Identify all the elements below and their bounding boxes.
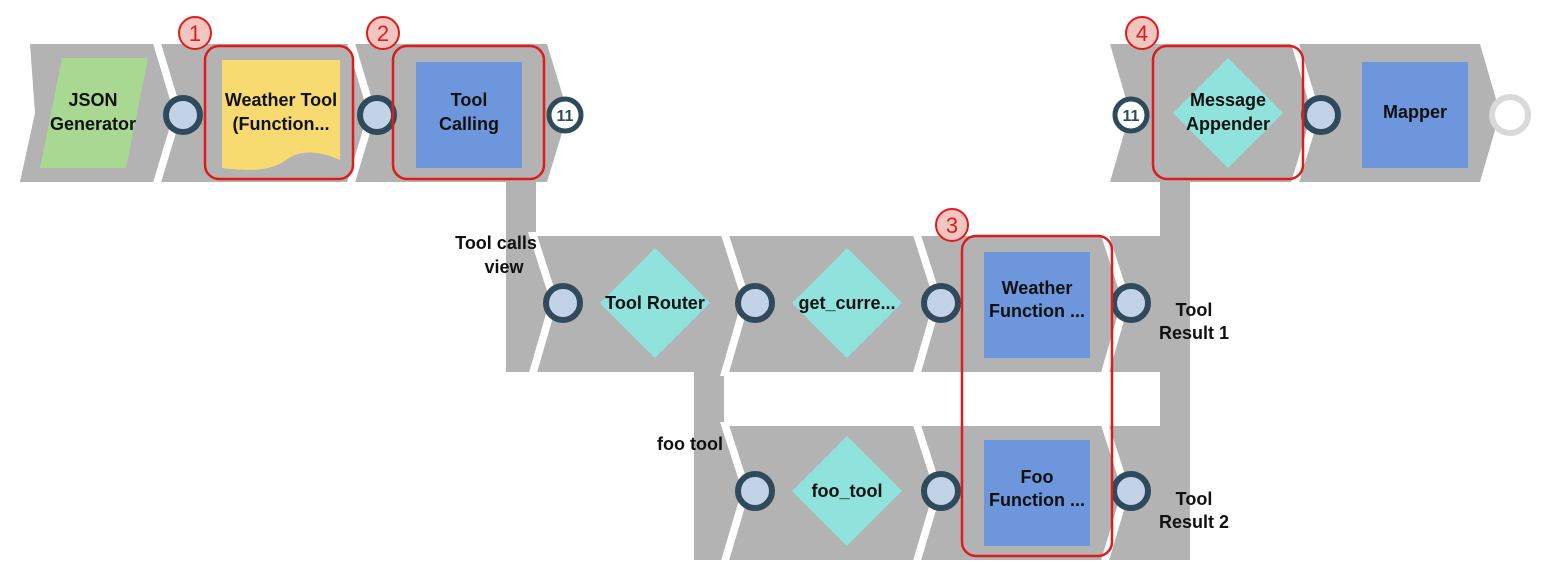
badge-tool-calling-out-text: 11 (557, 108, 574, 125)
count-badges: 11 11 (546, 96, 1150, 134)
highlight-functions (960, 234, 1114, 558)
snap-foo-tool[interactable] (792, 436, 902, 546)
port-foo-tool-in[interactable] (735, 471, 775, 511)
track-connector-result2 (1160, 372, 1190, 432)
highlight-weather-tool (203, 44, 355, 181)
highlight-boxes (203, 44, 1305, 558)
json-generator-shape[interactable] (40, 58, 148, 168)
port-tool-router-in[interactable] (543, 283, 583, 323)
message-appender-label-2: Appender (1186, 114, 1270, 134)
snap-weather-function[interactable] (984, 252, 1090, 358)
ports (163, 94, 1531, 511)
callout-2-text: 2 (377, 21, 389, 46)
weather-function-label-1: Weather (1002, 278, 1073, 298)
tool-result-1-label-2: Result 1 (1159, 323, 1229, 343)
port-message-appender-out[interactable] (1301, 95, 1341, 135)
badge-message-appender-in[interactable] (1112, 96, 1150, 134)
foo-tool-branch-label: foo tool (657, 434, 723, 454)
tool-result-2-label-1: Tool (1176, 489, 1213, 509)
mapper-label: Mapper (1383, 102, 1447, 122)
callout-1 (178, 16, 212, 50)
weather-tool-label-2: (Function... (233, 114, 330, 134)
port-tool-router-out[interactable] (735, 283, 775, 323)
tool-result-2-label-2: Result 2 (1159, 512, 1229, 532)
track-connector-foo (694, 368, 724, 430)
port-weather-function-out[interactable] (1111, 283, 1151, 323)
snap-weather-tool[interactable] (222, 60, 340, 170)
badge-tool-calling-out[interactable] (546, 96, 584, 134)
foo-tool-label: foo_tool (812, 481, 883, 501)
port-get-current-out[interactable] (921, 283, 961, 323)
branch-labels: Tool calls view foo tool Tool Result 1 T… (455, 233, 1229, 532)
highlight-tool-calling (391, 44, 546, 181)
snap-labels: JSON Generator Weather Tool (Function...… (50, 90, 1447, 510)
snap-tool-router[interactable] (600, 248, 710, 358)
document-icon[interactable] (222, 60, 340, 170)
message-appender-label-1: Message (1190, 90, 1266, 110)
json-generator-label-2: Generator (50, 114, 136, 134)
port-foo-tool-out[interactable] (921, 471, 961, 511)
callout-1-text: 1 (189, 21, 201, 46)
weather-tool-label-1: Weather Tool (225, 90, 337, 110)
port-mapper-out[interactable] (1489, 94, 1531, 136)
tool-calling-label-2: Calling (439, 114, 499, 134)
snap-json-generator[interactable] (40, 58, 148, 168)
callout-3-text: 3 (946, 213, 958, 238)
tool-calling-label-1: Tool (451, 90, 488, 110)
snap-tool-calling[interactable] (416, 62, 522, 168)
snap-message-appender[interactable] (1173, 58, 1283, 168)
track-connector-tool-calls (506, 178, 536, 242)
callout-2 (366, 16, 400, 50)
foo-function-label-1: Foo (1021, 467, 1054, 487)
track-connector-merge (1160, 178, 1190, 378)
weather-function-label-2: Function ... (989, 301, 1085, 321)
callouts: 1 2 3 4 (178, 16, 1159, 242)
get-current-label: get_curre... (798, 293, 895, 313)
snap-mapper[interactable] (1362, 62, 1468, 168)
json-generator-label-1: JSON (68, 90, 117, 110)
foo-function-label-2: Function ... (989, 490, 1085, 510)
port-json-out[interactable] (163, 95, 203, 135)
tool-router-label: Tool Router (605, 293, 705, 313)
snap-get-current[interactable] (792, 248, 902, 358)
badge-message-appender-in-text: 11 (1123, 108, 1140, 125)
tool-calls-view-label-1: Tool calls (455, 233, 537, 253)
port-weather-tool-out[interactable] (357, 95, 397, 135)
callout-3 (935, 208, 969, 242)
tool-calls-view-label-2: view (484, 257, 524, 277)
callout-4-text: 4 (1136, 21, 1148, 46)
tool-result-1-label-1: Tool (1176, 300, 1213, 320)
port-foo-function-out[interactable] (1111, 471, 1151, 511)
callout-4 (1125, 16, 1159, 50)
highlight-message-appender (1151, 44, 1305, 181)
snap-foo-function[interactable] (984, 440, 1090, 546)
